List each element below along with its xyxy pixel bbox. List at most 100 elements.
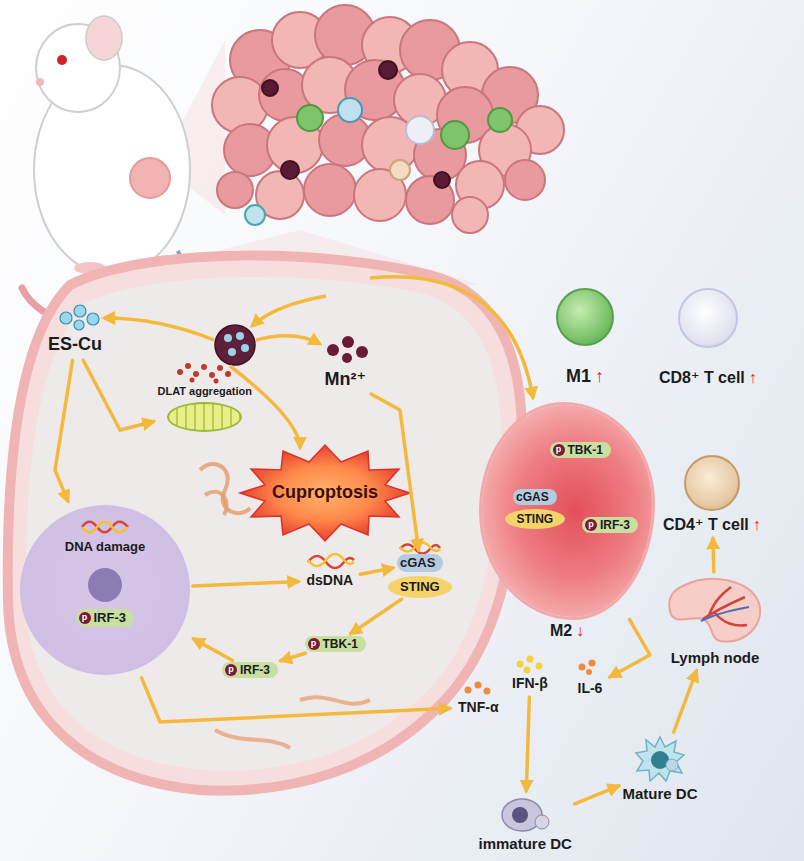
label-text: ES-Cu [48,334,102,354]
tumor-mass [338,98,362,122]
mouse [130,158,170,198]
connector [351,599,402,634]
label-text: Mn²⁺ [325,369,366,389]
tumor-mass [452,197,488,233]
es-cu-dots [60,312,72,324]
connector [711,538,715,572]
node-pill: pIRF-3 [582,517,638,533]
phospho-mark: p [553,444,565,456]
dna-strand [80,519,130,535]
connector [360,568,393,574]
nanoparticle [228,348,236,356]
dlat-dots [214,379,219,384]
protein-label: IRF-3 [240,663,270,677]
trend-arrow: ↑ [595,366,604,388]
trend-arrow: ↑ [749,368,757,387]
connector [83,360,153,430]
es-cu-dots [60,305,99,330]
tumor-mass [379,61,397,79]
protein-label: STING [517,512,554,526]
node-cell: CD8⁺ T cell↑ [659,288,757,387]
mouse [57,55,67,65]
cuproptosis-burst [240,445,410,541]
dlat-dots [177,369,183,375]
node-cell: Lymph node [665,575,765,667]
delivery-arrow [370,277,533,398]
nanoparticle [241,344,249,352]
tumor-cell [205,492,227,515]
tumor-mass [434,172,450,188]
node-pill: pIRF-3 [76,609,135,627]
nucleus-label-row: DNA damage [20,539,190,555]
cytokine-dots [475,682,482,689]
cytokine-dots [465,656,596,695]
dlat-dots [190,378,195,383]
phospho-mark: p [79,612,91,624]
tumor-cell [8,256,522,791]
tumor-cell [300,697,370,703]
dlat-dots [193,371,199,377]
delivery-arrow [230,366,300,448]
protein-label: TBK-1 [323,637,358,651]
node-cell: CD4⁺ T cell↑ [663,455,761,534]
connector [142,678,450,722]
mn-dots [356,346,368,358]
node-txt: IL-6 [574,677,607,699]
dlat-dots [225,371,231,377]
dlat-dots [177,363,231,384]
cell-icon [665,575,765,647]
cytokine-dots [579,664,586,671]
es-cu-dots [87,313,99,325]
cell-label: CD8⁺ T cell [659,368,745,387]
node-cell: M1↑ [556,288,614,388]
cell-label: M2 [550,621,572,640]
node-pill: cGAS [397,554,443,572]
cell-icon [678,288,738,348]
cell-icon [556,288,614,346]
node-pill: cGAS [513,489,557,505]
connector [610,620,650,677]
dlat-dots [185,363,191,369]
protein-label: cGAS [400,555,435,571]
connector [526,697,529,791]
dna-strand [308,554,354,566]
tumor-mass [262,80,278,96]
node-pill: STING [505,509,566,529]
node-txt: Mn²⁺ [321,367,370,393]
tumor-mass [390,160,410,180]
cell-label-row: M1↑ [566,366,604,388]
cell-label-row: Mature DC [623,785,698,803]
cytokine-dots [484,688,491,695]
tumor-mass [281,161,299,179]
cell-label: CD4⁺ T cell [663,515,749,534]
mouse [86,16,122,60]
dlat-dots [201,364,207,370]
connector [371,394,418,550]
protein-label: STING [400,579,440,595]
label-text: IFN-β [512,675,548,691]
node-dc: M2↓pTBK-1cGASSTINGpIRF-3 [482,405,652,617]
tumor-mass [505,160,545,200]
nucleolus [88,568,122,602]
nanoparticle [215,325,255,365]
connector [575,786,619,804]
cytokine-dots [465,687,472,694]
nucleus-label: DNA damage [65,539,145,555]
delivery-arrow [256,336,320,344]
dlat-dots [209,372,215,378]
connector [194,639,233,661]
phospho-mark: p [225,664,237,676]
node-pill: pTBK-1 [305,636,366,652]
tumor-mass [217,172,253,208]
tumor-cell [215,730,290,748]
cytokine-dots [517,661,524,668]
mitochondrion [167,402,242,432]
nanoparticle [224,334,232,342]
tumor-mass [406,116,434,144]
es-cu-dots [74,305,86,317]
node-mito: DLAT aggregation [158,385,253,432]
cytokine-dots [586,669,592,675]
cytokine-dots [524,667,531,674]
node-pill: STING [388,576,452,598]
node-txt: Cuproptosis [268,480,382,506]
